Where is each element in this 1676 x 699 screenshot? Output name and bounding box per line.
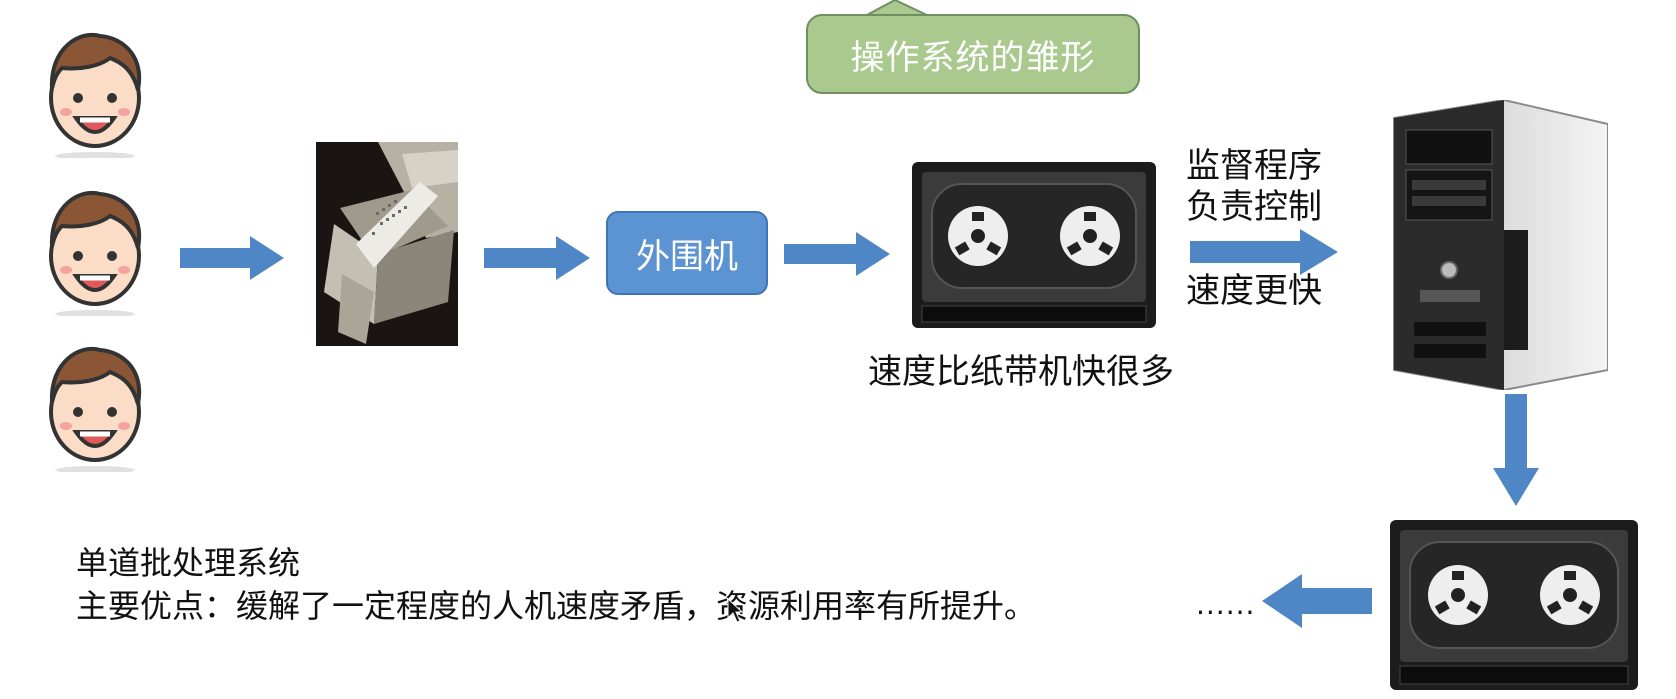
callout-text: 操作系统的雏形: [850, 37, 1096, 78]
arrow-down-icon: [1493, 394, 1539, 506]
arrow-right-icon: [180, 236, 284, 280]
tape-drive-icon: [912, 162, 1156, 328]
mouse-cursor-icon: [727, 598, 743, 623]
callout-tail: [865, 0, 930, 16]
arrow-right-icon: [1190, 229, 1338, 275]
faster-label: 速度更快: [1186, 271, 1322, 311]
peripheral-machine-box: 外围机: [606, 211, 768, 295]
supervisor-label: 监督程序 负责控制: [1186, 146, 1322, 228]
arrow-left-icon: [1262, 574, 1372, 628]
paper-tape-machine-image: [316, 142, 458, 346]
person-face-icon: [49, 32, 142, 158]
computer-tower-icon: [1393, 100, 1608, 390]
peripheral-label: 外围机: [636, 236, 738, 277]
summary-title: 单道批处理系统: [76, 544, 301, 582]
tape-speed-caption: 速度比纸带机快很多: [868, 352, 1174, 392]
summary-text: 单道批处理系统 主要优点：缓解了一定程度的人机速度矛盾，资源利用率有所提升。: [76, 542, 1036, 628]
callout-bubble: 操作系统的雏形: [806, 14, 1140, 94]
person-face-icon: [49, 190, 142, 316]
supervisor-line-1: 监督程序: [1186, 146, 1322, 186]
person-face-icon: [49, 346, 142, 472]
summary-advantage: 主要优点：缓解了一定程度的人机速度矛盾，资源利用率有所提升。: [76, 587, 1037, 626]
arrow-right-icon: [484, 236, 590, 280]
arrow-right-icon: [784, 232, 890, 276]
ellipsis-text: ......: [1196, 588, 1256, 621]
supervisor-line-2: 负责控制: [1186, 186, 1322, 227]
tape-drive-icon: [1390, 520, 1638, 690]
